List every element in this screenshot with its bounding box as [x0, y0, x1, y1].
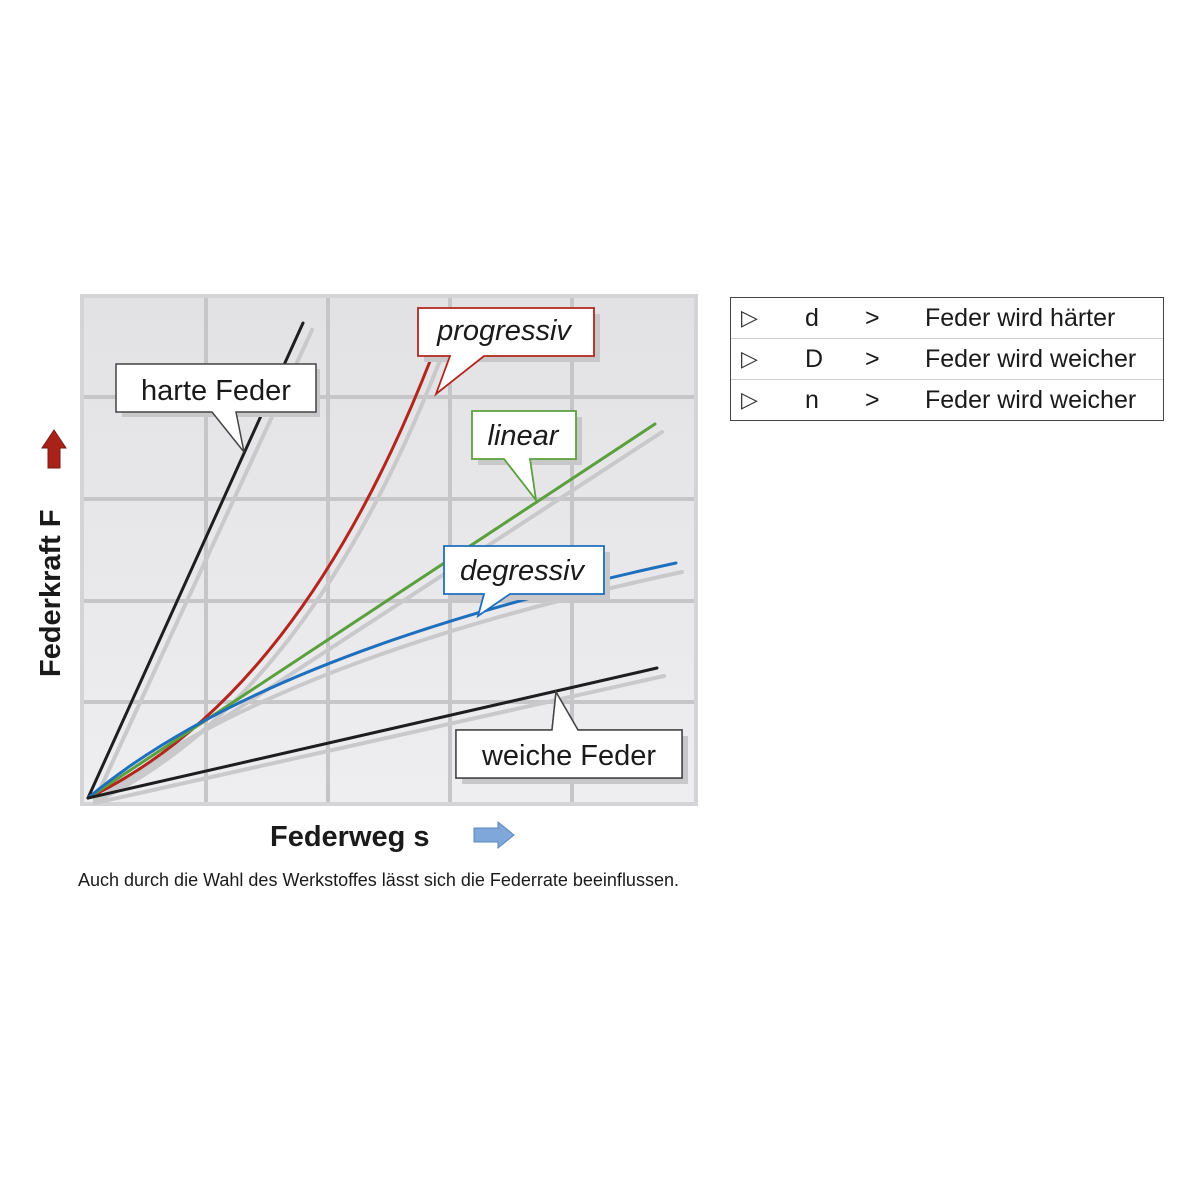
callout-linear: linear	[471, 410, 582, 504]
x-axis-title: Federweg s	[270, 821, 430, 853]
parameter-symbol: n	[805, 385, 819, 414]
triangle-bullet-icon: ▷	[741, 305, 758, 330]
callout-weiche-feder: weiche Feder	[455, 689, 688, 784]
comparison-operator: >	[865, 385, 880, 414]
series-linear-line	[86, 422, 657, 800]
triangle-bullet-icon: ▷	[741, 346, 758, 371]
y-axis-title: Federkraft F	[35, 509, 67, 677]
table-row: ▷ D > Feder wird weicher	[731, 338, 1163, 379]
comparison-operator: >	[865, 344, 880, 373]
effect-text: Feder wird weicher	[925, 344, 1137, 373]
callout-degressiv-label: degressiv	[460, 555, 586, 587]
callout-degressiv: degressiv	[443, 545, 610, 619]
y-axis-arrow-icon	[41, 429, 67, 469]
callout-progressiv-label: progressiv	[436, 315, 572, 347]
callout-harte-feder: harte Feder	[115, 363, 320, 453]
x-axis-arrow-icon	[473, 820, 515, 850]
callout-harte-feder-label: harte Feder	[141, 375, 291, 407]
effect-text: Feder wird weicher	[925, 385, 1137, 414]
table-row: ▷ n > Feder wird weicher	[731, 379, 1163, 420]
callout-linear-label: linear	[488, 420, 560, 452]
parameter-symbol: D	[805, 344, 824, 373]
parameter-symbol: d	[805, 303, 819, 332]
callout-weiche-feder-label: weiche Feder	[481, 740, 656, 772]
series-weiche-feder-line	[86, 666, 659, 800]
table-row: ▷ d > Feder wird härter	[731, 298, 1163, 338]
effect-text: Feder wird härter	[925, 303, 1116, 332]
callout-progressiv: progressiv	[417, 307, 600, 397]
comparison-operator: >	[865, 303, 880, 332]
figure-caption: Auch durch die Wahl des Werkstoffes läss…	[78, 870, 679, 890]
triangle-bullet-icon: ▷	[741, 387, 758, 412]
series-progressiv-line	[86, 341, 439, 800]
spring-parameter-table: ▷ d > Feder wird härter ▷ D > Feder wird…	[730, 297, 1164, 421]
